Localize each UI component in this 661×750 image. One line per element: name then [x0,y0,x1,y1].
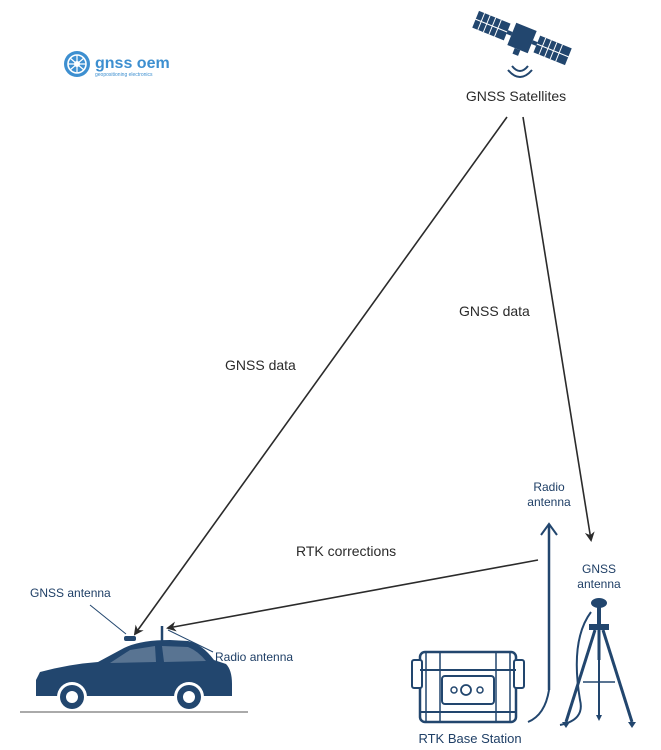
car-radio-antenna-leader [167,629,214,653]
gnss-data-arrow-to-car [133,116,508,636]
satellites-label: GNSS Satellites [466,88,566,104]
gnss-antenna-base-label-line1: GNSS [582,562,616,576]
logo-tagline: geopositioning electronics [95,72,153,78]
radio-antenna-base-label-line2: antenna [527,495,571,509]
logo-globe-icon [64,51,90,77]
radio-antenna-base-label-line1: Radio [533,480,565,494]
car-icon [20,626,248,713]
radio-mast-icon [527,522,558,723]
base-station-case-icon [411,650,525,724]
gnss-antenna-base-label-line2: antenna [577,577,621,591]
gnss-data-label-left: GNSS data [225,357,296,373]
gnss-data-label-right: GNSS data [459,303,530,319]
rtk-corrections-label: RTK corrections [296,543,396,559]
logo: gnss oem geopositioning electronics [64,51,170,78]
car-gnss-antenna-label: GNSS antenna [30,586,111,600]
car-gnss-antenna-leader [89,604,127,635]
tripod-icon [559,598,636,728]
satellite-icon [472,10,572,78]
logo-name: gnss oem [95,55,170,72]
rtk-corrections-arrow [166,559,539,632]
car-radio-antenna-label: Radio antenna [215,650,293,664]
base-station-label: RTK Base Station [418,731,521,746]
gnss-data-arrow-to-base [522,116,595,542]
